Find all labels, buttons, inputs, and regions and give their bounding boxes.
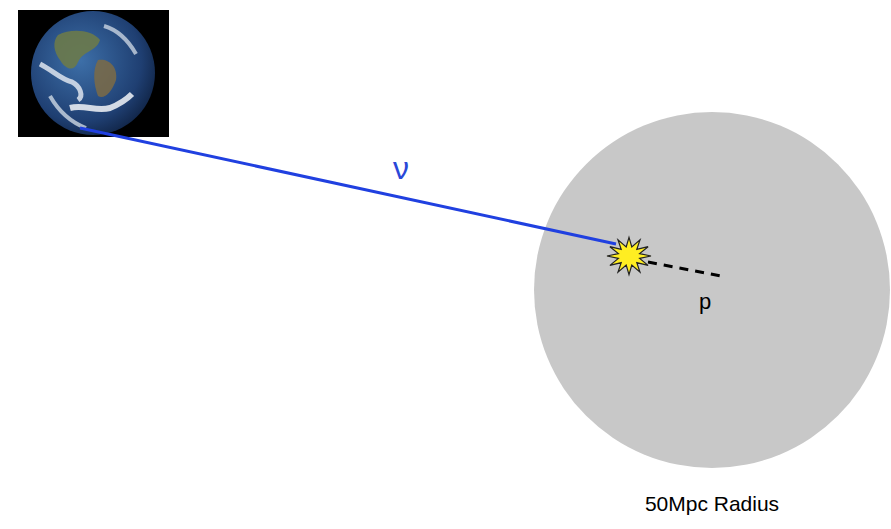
- label-holder: ν: [393, 150, 409, 187]
- earth-photo: [18, 10, 169, 137]
- circle-outline: [534, 112, 890, 468]
- neutrino-track: [80, 128, 616, 244]
- neutrino-label: ν: [393, 150, 409, 187]
- circle-fill: [534, 112, 890, 468]
- region-circle: p50Mpc Radius: [534, 112, 890, 468]
- region-caption: 50Mpc Radius: [645, 492, 779, 516]
- particle-label: p: [699, 289, 711, 315]
